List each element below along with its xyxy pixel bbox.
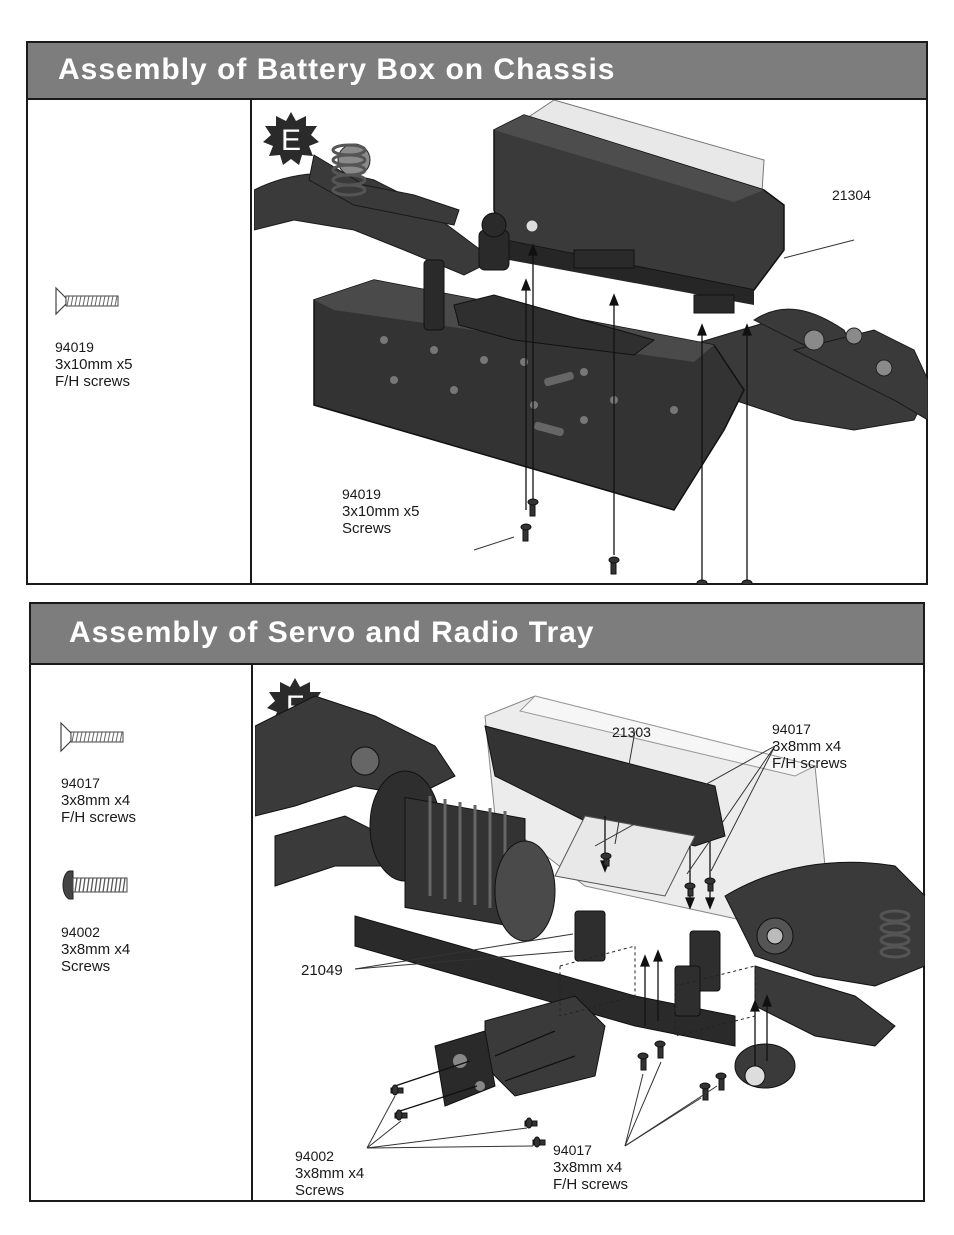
servo-radio-tray-section: Assembly of Servo and Radio Tray 94017 3… [29, 602, 925, 1202]
servo-screws-type: Screws [295, 1182, 345, 1199]
part-size: 3x8mm x4 [61, 941, 131, 958]
part-number: 94002 [61, 924, 100, 940]
step-letter: E [281, 124, 301, 157]
part-size: 3x10mm x5 [55, 356, 133, 373]
section-banner: Assembly of Battery Box on Chassis [28, 43, 926, 100]
button-head-screw-icon [62, 870, 128, 900]
column-divider [250, 98, 252, 583]
part-type: F/H screws [55, 373, 130, 390]
screws-part-number: 94019 [342, 486, 381, 502]
servo-radio-tray-drawing [255, 695, 925, 1149]
step-badge-icon: E [263, 112, 319, 165]
servo-screws-size: 3x8mm x4 [295, 1165, 365, 1182]
column-divider [251, 663, 253, 1200]
radio-tray-part-label: 21303 [612, 724, 651, 740]
screws-callout: 94019 3x10mm x5 Screws [342, 486, 420, 537]
part-number: 94019 [55, 339, 94, 355]
part-number: 94017 [61, 775, 100, 791]
section-banner: Assembly of Servo and Radio Tray [31, 604, 923, 665]
bottom-screws-type: F/H screws [553, 1176, 628, 1193]
part-type: F/H screws [61, 809, 136, 826]
top-screws-callout: 94017 3x8mm x4 F/H screws [772, 721, 847, 772]
section-title: Assembly of Battery Box on Chassis [58, 53, 616, 86]
part-type: Screws [61, 958, 111, 975]
top-screws-size: 3x8mm x4 [772, 738, 842, 755]
screws-size: 3x10mm x5 [342, 503, 420, 520]
servo-screws-part-number: 94002 [295, 1148, 334, 1164]
parts-list-entry: 94019 3x10mm x5 F/H screws [55, 339, 133, 390]
bottom-screws-part-number: 94017 [553, 1142, 592, 1158]
battery-box-section: Assembly of Battery Box on Chassis 94019… [26, 41, 928, 585]
top-screws-part-number: 94017 [772, 721, 811, 737]
flat-head-screw-icon [55, 286, 119, 316]
part-size: 3x8mm x4 [61, 792, 131, 809]
flat-head-screw-icon [60, 721, 124, 753]
parts-list-entry: 94017 3x8mm x4 F/H screws [61, 775, 136, 826]
servo-screws-callout: 94002 3x8mm x4 Screws [295, 1148, 364, 1199]
screws-type: Screws [342, 520, 392, 537]
section-title: Assembly of Servo and Radio Tray [69, 616, 595, 649]
top-screws-type: F/H screws [772, 755, 847, 772]
servo-mounts-part-label: 21049 [301, 962, 343, 979]
bottom-screws-callout: 94017 3x8mm x4 F/H screws [553, 1142, 628, 1193]
battery-box-part-label: 21304 [832, 187, 871, 203]
bottom-screws-size: 3x8mm x4 [553, 1159, 623, 1176]
battery-box-drawing [254, 100, 928, 584]
parts-list-entry: 94002 3x8mm x4 Screws [61, 924, 130, 975]
